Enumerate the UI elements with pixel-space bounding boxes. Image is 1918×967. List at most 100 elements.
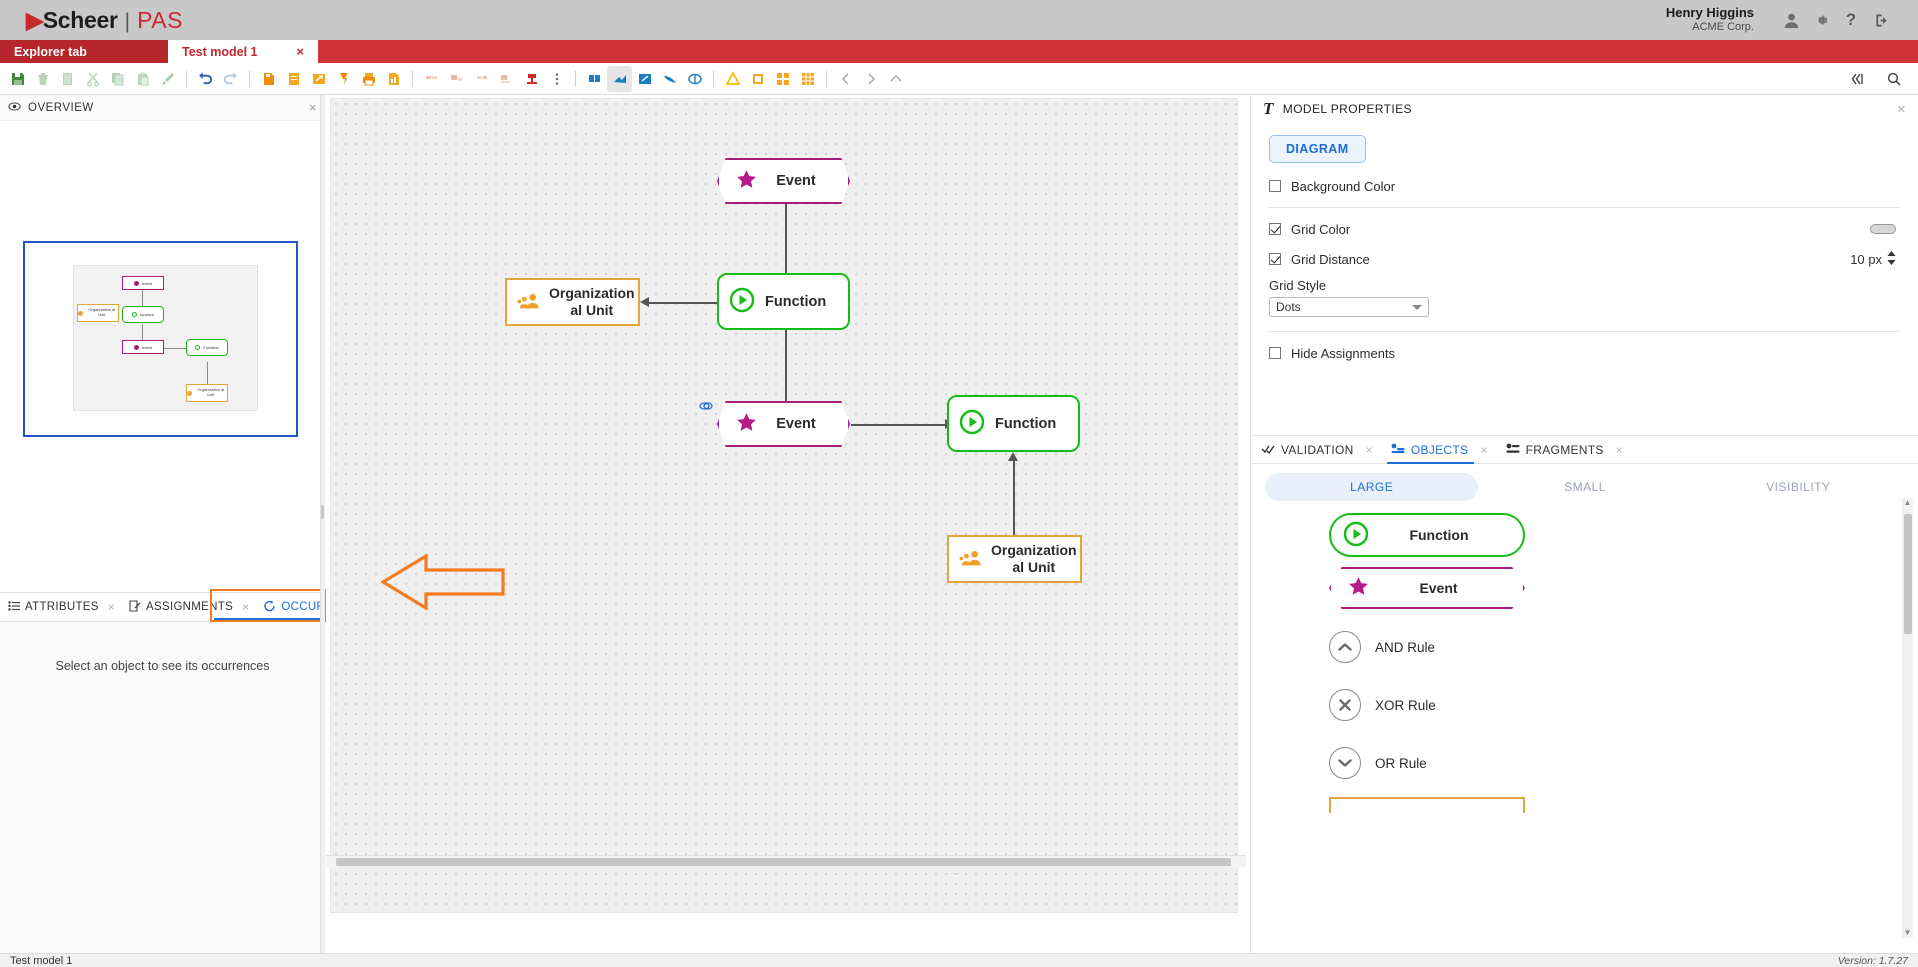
tab-validation[interactable]: VALIDATION × (1251, 436, 1381, 464)
export-icon[interactable] (306, 66, 331, 92)
scroll-up-arrow-icon[interactable]: ▲ (1903, 498, 1912, 507)
canvas-node-function-2[interactable]: Function (947, 395, 1080, 452)
palette-item-event[interactable]: Event (1329, 567, 1918, 609)
diagram-chip-button[interactable]: DIAGRAM (1269, 135, 1366, 163)
tab-assignments-close-icon[interactable]: × (242, 600, 250, 614)
loop-icon[interactable] (682, 66, 707, 92)
background-color-checkbox[interactable] (1269, 180, 1281, 192)
search-icon[interactable] (1881, 66, 1906, 92)
grid-color-swatch[interactable] (1870, 224, 1896, 234)
copy-icon[interactable] (105, 66, 130, 92)
redo-icon[interactable] (218, 66, 243, 92)
annotation-icon[interactable] (745, 66, 770, 92)
palette-item-xor-rule[interactable]: XOR Rule (1329, 681, 1918, 729)
palette-item-or-rule[interactable]: OR Rule (1329, 739, 1918, 787)
layout-icon[interactable] (582, 66, 607, 92)
more-vertical-icon[interactable] (544, 66, 569, 92)
prev-icon[interactable] (833, 66, 858, 92)
palette-item-and-rule-label: AND Rule (1375, 639, 1436, 655)
next-icon[interactable] (858, 66, 883, 92)
auto-layout-icon[interactable] (607, 65, 632, 92)
palette-item-orgunit-partial[interactable] (1329, 797, 1525, 813)
left-panel-splitter[interactable] (320, 95, 325, 953)
user-name: Henry Higgins (1665, 5, 1754, 21)
tab-explorer[interactable]: Explorer tab (0, 40, 168, 63)
copy-model-icon[interactable] (55, 66, 80, 92)
tab-fragments-close-icon[interactable]: × (1615, 442, 1624, 457)
palette-item-function[interactable]: Function (1329, 513, 1918, 557)
new-object-icon[interactable] (256, 66, 281, 92)
hide-assignments-checkbox[interactable] (1269, 347, 1281, 359)
model-properties-close-icon[interactable]: × (1896, 100, 1906, 118)
align-center-icon[interactable] (444, 66, 469, 92)
overview-minimap[interactable]: event function Organization al Unit even… (0, 121, 325, 618)
table-icon[interactable] (795, 66, 820, 92)
minimap-viewport-frame[interactable]: event function Organization al Unit even… (23, 241, 298, 437)
objects-panel-scroll-thumb[interactable] (1904, 514, 1912, 634)
logout-icon[interactable] (1866, 6, 1896, 34)
tab-test-model-1[interactable]: Test model 1 × (168, 40, 318, 63)
tab-fragments[interactable]: FRAGMENTS × (1496, 436, 1631, 464)
report-icon[interactable] (381, 66, 406, 92)
segment-small[interactable]: SMALL (1564, 480, 1606, 494)
format-paint-icon[interactable] (155, 66, 180, 92)
palette-item-and-rule[interactable]: AND Rule (1329, 623, 1918, 671)
open-doc-icon[interactable] (281, 66, 306, 92)
grid-color-value[interactable] (1870, 224, 1896, 234)
gear-icon[interactable] (1806, 6, 1836, 34)
paste-icon[interactable] (130, 66, 155, 92)
fit-icon[interactable] (632, 66, 657, 92)
tab-validation-label: VALIDATION (1281, 442, 1354, 457)
canvas-node-function-1[interactable]: Function (717, 273, 850, 330)
align-bottom-icon[interactable] (494, 66, 519, 92)
grid-distance-checkbox[interactable] (1269, 253, 1281, 265)
row-hide-assignments[interactable]: Hide Assignments (1251, 338, 1918, 368)
grid-icon[interactable] (770, 66, 795, 92)
help-icon[interactable]: ? (1845, 10, 1857, 29)
list-icon (8, 600, 20, 614)
save-icon[interactable] (5, 66, 30, 92)
tab-attributes[interactable]: ATTRIBUTES × (0, 592, 121, 622)
segment-large[interactable]: LARGE (1265, 473, 1479, 501)
grid-style-select[interactable]: Dots (1269, 297, 1429, 317)
assignment-badge-icon[interactable] (699, 400, 713, 415)
tab-close-icon[interactable]: × (296, 44, 304, 59)
undo-icon[interactable] (193, 66, 218, 92)
stepper-icon[interactable] (1887, 250, 1896, 268)
tab-validation-close-icon[interactable]: × (1365, 442, 1373, 457)
align-right-icon[interactable] (469, 66, 494, 92)
connector-icon[interactable] (657, 66, 682, 92)
cut-icon[interactable] (80, 66, 105, 92)
tab-objects[interactable]: OBJECTS × (1381, 436, 1496, 464)
canvas-resize-grip[interactable]: ⋯ (948, 868, 962, 878)
warning-icon[interactable] (720, 66, 745, 92)
overview-close-icon[interactable]: × (308, 100, 317, 115)
delete-icon[interactable] (30, 66, 55, 92)
align-left-icon[interactable] (419, 66, 444, 92)
import-icon[interactable] (331, 66, 356, 92)
up-icon[interactable] (883, 66, 908, 92)
scroll-down-arrow-icon[interactable]: ▼ (1903, 928, 1912, 937)
canvas-horizontal-scroll-thumb[interactable] (336, 858, 1231, 866)
chevron-down-icon[interactable] (1412, 304, 1422, 310)
user-icon[interactable] (1776, 6, 1806, 34)
row-background-color[interactable]: Background Color (1251, 171, 1918, 201)
grid-color-checkbox[interactable] (1269, 223, 1281, 235)
collapse-panel-icon[interactable] (1844, 66, 1869, 92)
distribute-icon[interactable] (519, 66, 544, 92)
row-grid-distance[interactable]: Grid Distance 10 px (1251, 244, 1918, 274)
splitter-grip[interactable] (321, 505, 324, 519)
segment-visibility[interactable]: VISIBILITY (1766, 480, 1831, 494)
tab-attributes-close-icon[interactable]: × (107, 600, 116, 614)
canvas-node-event-2[interactable]: Event (717, 401, 850, 447)
grid-distance-value-group[interactable]: 10 px (1850, 250, 1896, 268)
tab-objects-close-icon[interactable]: × (1480, 442, 1488, 457)
row-grid-color[interactable]: Grid Color (1251, 214, 1918, 244)
objects-panel-scrollbar[interactable] (1902, 498, 1913, 938)
print-icon[interactable] (356, 66, 381, 92)
canvas-horizontal-scrollbar[interactable] (326, 855, 1246, 867)
canvas-node-event-1[interactable]: Event (717, 158, 850, 204)
